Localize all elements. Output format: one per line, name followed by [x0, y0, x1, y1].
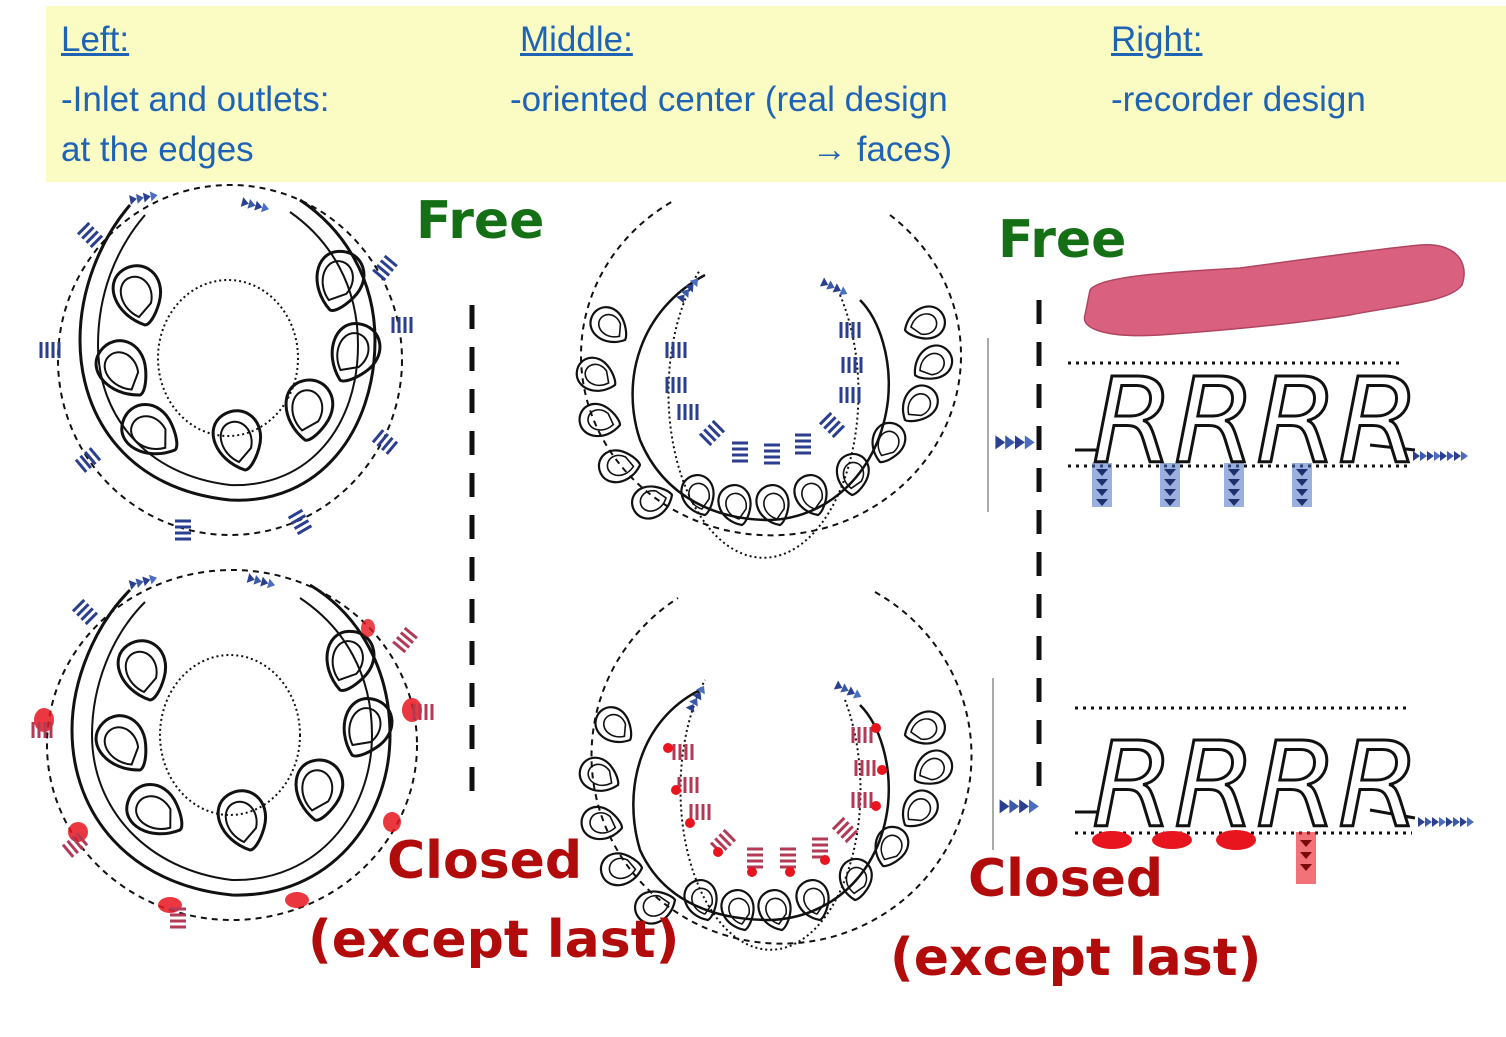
middle-heading: Middle: — [520, 20, 633, 59]
free-label-middle: Free — [416, 191, 545, 251]
middle-desc-line1: -oriented center (real design — [510, 80, 948, 119]
middle-desc-line2: → faces) — [812, 130, 953, 169]
left-heading: Left: — [61, 20, 130, 59]
closed-label-right-line1: Closed — [968, 849, 1164, 909]
right-top-recorder — [995, 361, 1468, 507]
left-bottom-design — [31, 569, 434, 929]
middle-top-design — [569, 199, 962, 559]
right-bottom-recorder — [999, 706, 1474, 884]
right-bottom-r-row: RRRR — [1092, 716, 1420, 854]
closed-label-middle-line2: (except last) — [308, 910, 680, 970]
header-banner — [46, 6, 1506, 182]
right-heading: Right: — [1111, 20, 1203, 59]
left-desc-line1: -Inlet and outlets: — [61, 80, 330, 119]
left-top-design — [39, 184, 413, 541]
tissue-image — [1083, 244, 1465, 337]
middle-bottom-design — [572, 591, 973, 951]
free-label-right: Free — [998, 210, 1127, 270]
closed-label-right-line2: (except last) — [890, 928, 1262, 988]
closed-label-middle-line1: Closed — [387, 831, 583, 891]
right-desc-line1: -recorder design — [1111, 80, 1366, 119]
right-top-r-row: RRRR — [1092, 352, 1420, 490]
left-desc-line2: at the edges — [61, 130, 254, 169]
